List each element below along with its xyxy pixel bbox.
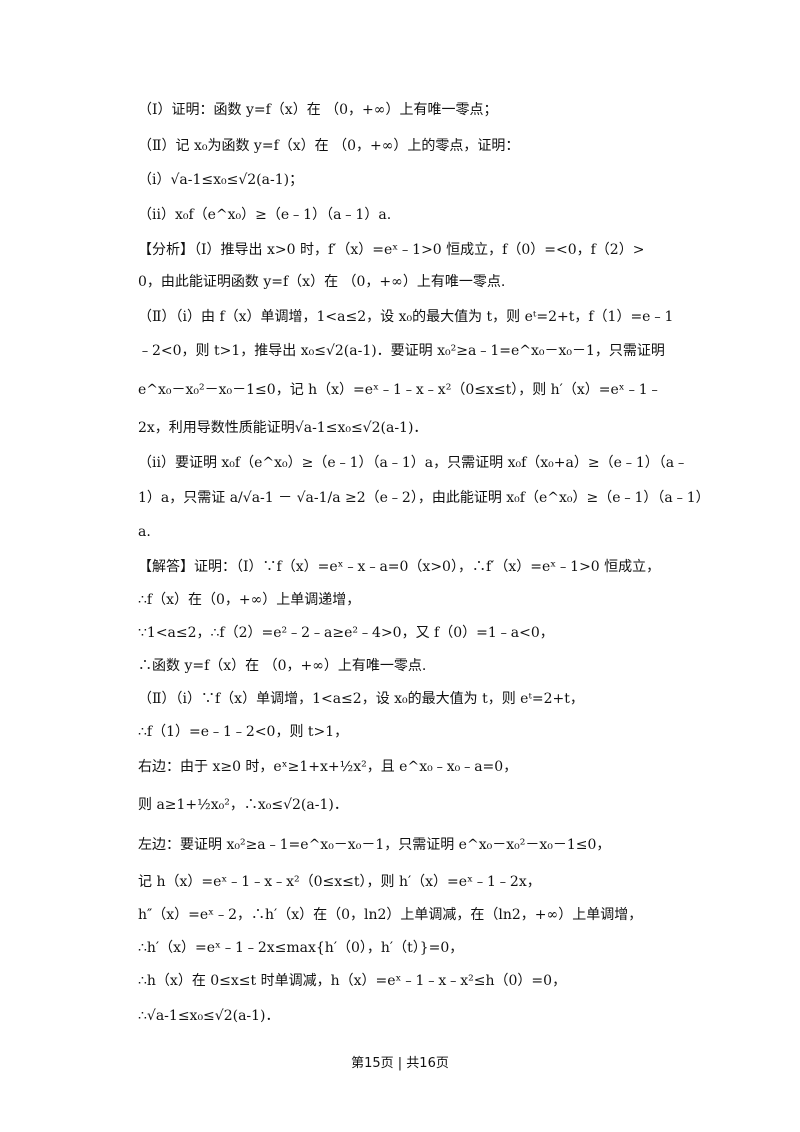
text-line: （Ⅱ）记 x₀为函数 y=f（x）在 （0，+∞）上的零点，证明： bbox=[138, 138, 520, 154]
text-line: ∴√a-1≤x₀≤√2(a-1)． bbox=[138, 1008, 280, 1024]
text-line: ﹣2<0，则 t>1，推导出 x₀≤√2(a-1)．要证明 x₀²≥a﹣1=e^… bbox=[138, 343, 665, 359]
text-line: （ii）x₀f（e^x₀）≥（e﹣1）（a﹣1）a. bbox=[138, 207, 392, 223]
text-line: 右边：由于 x≥0 时，eˣ≥1+x+½x²，且 e^x₀﹣x₀﹣a=0， bbox=[138, 759, 518, 775]
text-line: ∴h′（x）=eˣ﹣1﹣2x≤max{h′（0），h′（t）}=0， bbox=[138, 940, 464, 956]
text-line: 2x，利用导数性质能证明√a-1≤x₀≤√2(a-1)． bbox=[138, 420, 428, 436]
text-line: （Ⅱ）（i）由 f（x）单调增，1<a≤2，设 x₀的最大值为 t，则 eᵗ=2… bbox=[138, 309, 674, 325]
text-line: a. bbox=[138, 524, 151, 540]
text-line: （i）√a-1≤x₀≤√2(a-1)； bbox=[138, 172, 304, 188]
text-line: 【分析】（Ⅰ）推导出 x>0 时，f′（x）=eˣ﹣1>0 恒成立，f（0）=<… bbox=[138, 242, 645, 258]
text-line: （ii）要证明 x₀f（e^x₀）≥（e﹣1）（a﹣1）a，只需证明 x₀f（x… bbox=[138, 455, 689, 471]
text-line: 则 a≥1+½x₀²，∴x₀≤√2(a-1)． bbox=[138, 797, 348, 813]
text-line: ∴f（1）=e﹣1﹣2<0，则 t>1， bbox=[138, 724, 349, 740]
text-line: ∴f（x）在（0，+∞）上单调递增， bbox=[138, 592, 361, 608]
text-line: 1）a，只需证 a/√a-1 － √a-1/a ≥2（e﹣2），由此能证明 x₀… bbox=[138, 490, 710, 506]
text-line: ∴函数 y=f（x）在 （0，+∞）上有唯一零点. bbox=[138, 658, 427, 674]
text-line: 左边：要证明 x₀²≥a﹣1=e^x₀－x₀－1，只需证明 e^x₀－x₀²－x… bbox=[138, 837, 611, 853]
page-footer: 第15页 | 共16页 bbox=[351, 1056, 449, 1071]
text-line: （Ⅱ）（i）∵f（x）单调增，1<a≤2，设 x₀的最大值为 t，则 eᵗ=2+… bbox=[138, 691, 584, 707]
text-line: 记 h（x）=eˣ﹣1﹣x﹣x²（0≤x≤t），则 h′（x）=eˣ﹣1﹣2x， bbox=[138, 874, 541, 890]
text-line: e^x₀－x₀²－x₀－1≤0，记 h（x）=eˣ﹣1﹣x﹣x²（0≤x≤t），… bbox=[138, 382, 662, 398]
text-line: ∴h（x）在 0≤x≤t 时单调减，h（x）=eˣ﹣1﹣x﹣x²≤h（0）=0， bbox=[138, 973, 567, 989]
text-line: ∵1<a≤2，∴f（2）=e²﹣2﹣a≥e²﹣4>0，又 f（0）=1﹣a<0， bbox=[138, 625, 554, 641]
text-line: 【解答】证明：（Ⅰ）∵f（x）=eˣ﹣x﹣a=0（x>0），∴f′（x）=eˣ﹣… bbox=[138, 559, 661, 575]
text-line: h″（x）=eˣ﹣2，∴h′（x）在（0，ln2）上单调减，在（ln2，+∞）上… bbox=[138, 907, 643, 923]
text-line: （Ⅰ）证明：函数 y=f（x）在 （0，+∞）上有唯一零点； bbox=[138, 102, 498, 118]
text-line: 0，由此能证明函数 y=f（x）在 （0，+∞）上有唯一零点. bbox=[138, 274, 506, 290]
